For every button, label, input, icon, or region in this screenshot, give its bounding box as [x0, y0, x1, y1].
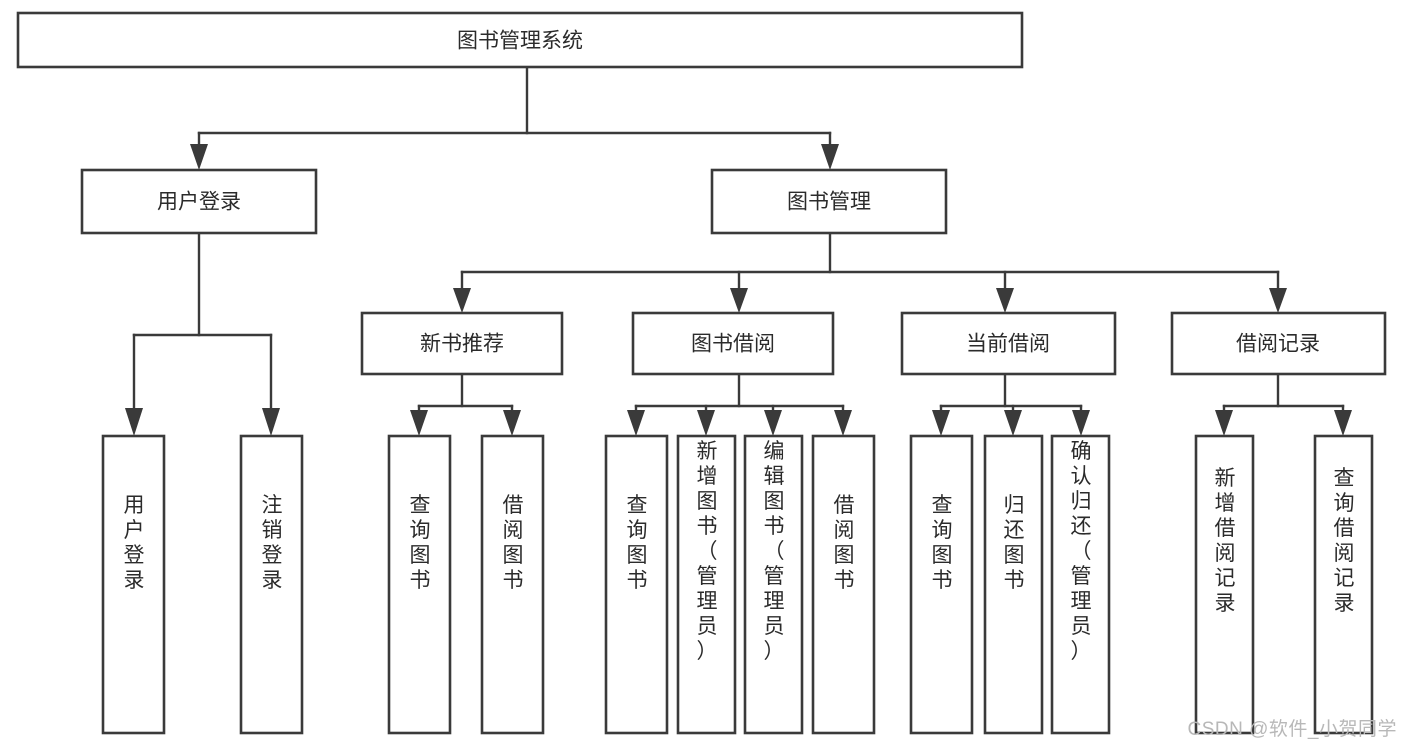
node-book-management[interactable]: 图书管理	[710, 168, 948, 235]
leaf-query-book-borrow[interactable]: 查询图书	[604, 434, 669, 735]
leaf-query-borrow-record-box[interactable]	[1313, 434, 1374, 735]
connectors-book-borrow-to-leaves	[627, 372, 852, 436]
leaf-borrow-book-box[interactable]	[811, 434, 876, 735]
node-root-box[interactable]	[16, 11, 1024, 69]
arrow-head-book-manage	[821, 144, 839, 170]
node-book-management-label: 图书管理	[787, 191, 871, 214]
leaf-logout-box[interactable]	[239, 434, 304, 735]
node-borrow-record-box[interactable]	[1170, 311, 1387, 376]
arrow-head-leaf-user-login	[125, 408, 143, 436]
leaf-edit-book[interactable]: 编辑图书（管理员）	[743, 434, 804, 735]
arrow-head-leaf-confirm-return	[1072, 410, 1090, 436]
leaf-logout-label: 注销登录	[262, 494, 283, 592]
connectors-current-borrow-to-leaves	[932, 372, 1090, 436]
arrow-head-user-login	[190, 144, 208, 170]
node-user-login-label: 用户登录	[157, 191, 241, 214]
leaf-return-book[interactable]: 归还图书	[983, 434, 1044, 735]
connectors-new-book-rec-to-leaves	[410, 372, 521, 436]
leaf-query-book-borrow-label: 查询图书	[627, 494, 648, 592]
arrow-head-leaf-add-record	[1215, 410, 1233, 436]
leaf-add-borrow-record[interactable]: 新增借阅记录	[1194, 434, 1255, 735]
leaf-query-borrow-record[interactable]: 查询借阅记录	[1313, 434, 1374, 735]
leaf-return-book-label: 归还图书	[1004, 494, 1025, 592]
leaf-borrow-book-newbook-label: 借阅图书	[503, 494, 524, 592]
leaf-query-book-newbook-label: 查询图书	[410, 494, 431, 592]
node-current-borrow-box[interactable]	[900, 311, 1117, 376]
leaf-query-book-current-box[interactable]	[909, 434, 974, 735]
leaf-borrow-book-newbook-box[interactable]	[480, 434, 545, 735]
arrow-head-leaf-borrow-book-1	[503, 410, 521, 436]
node-new-book-recommend-label: 新书推荐	[420, 333, 504, 356]
node-book-borrow-label: 图书借阅	[691, 333, 775, 356]
arrow-head-new-book-rec	[453, 288, 471, 313]
connectors-root-to-level1	[190, 65, 839, 170]
node-borrow-record[interactable]: 借阅记录	[1170, 311, 1387, 376]
leaf-add-book-box[interactable]	[676, 434, 737, 735]
leaf-confirm-return-box[interactable]	[1050, 434, 1111, 735]
leaf-query-book-newbook-box[interactable]	[387, 434, 452, 735]
leaf-query-book-current-label: 查询图书	[932, 494, 953, 592]
leaf-query-book-borrow-box[interactable]	[604, 434, 669, 735]
leaf-logout[interactable]: 注销登录	[239, 434, 304, 735]
leaf-borrow-book-label: 借阅图书	[834, 494, 855, 592]
node-current-borrow[interactable]: 当前借阅	[900, 311, 1117, 376]
leaf-query-borrow-record-label: 查询借阅记录	[1334, 467, 1355, 615]
leaf-borrow-book-newbook[interactable]: 借阅图书	[480, 434, 545, 735]
leaf-edit-book-box[interactable]	[743, 434, 804, 735]
leaf-confirm-return-label: 确认归还（管理员）	[1071, 440, 1092, 663]
node-current-borrow-label: 当前借阅	[966, 333, 1050, 356]
node-book-borrow-box[interactable]	[631, 311, 835, 376]
leaf-add-book[interactable]: 新增图书（管理员）	[676, 434, 737, 735]
leaf-add-borrow-record-box[interactable]	[1194, 434, 1255, 735]
node-root[interactable]: 图书管理系统	[16, 11, 1024, 69]
leaf-add-borrow-record-label: 新增借阅记录	[1215, 467, 1236, 615]
arrow-head-borrow-record	[1269, 288, 1287, 313]
arrow-head-leaf-query-book-3	[932, 410, 950, 436]
arrow-head-leaf-query-record	[1334, 410, 1352, 436]
arrow-head-leaf-query-book-1	[410, 410, 428, 436]
arrow-head-leaf-edit-book	[764, 410, 782, 436]
connectors-user-login-to-leaves	[125, 231, 280, 436]
leaf-add-book-label: 新增图书（管理员）	[697, 440, 718, 663]
leaf-user-login-box[interactable]	[101, 434, 166, 735]
leaf-query-book-current[interactable]: 查询图书	[909, 434, 974, 735]
node-borrow-record-label: 借阅记录	[1236, 333, 1320, 356]
leaf-return-book-box[interactable]	[983, 434, 1044, 735]
node-book-management-box[interactable]	[710, 168, 948, 235]
arrow-head-leaf-query-book-2	[627, 410, 645, 436]
leaf-user-login[interactable]: 用户登录	[101, 434, 166, 735]
node-new-book-recommend[interactable]: 新书推荐	[360, 311, 564, 376]
node-book-borrow[interactable]: 图书借阅	[631, 311, 835, 376]
arrow-head-book-borrow	[730, 288, 748, 313]
arrow-head-leaf-logout	[262, 408, 280, 436]
leaf-confirm-return[interactable]: 确认归还（管理员）	[1050, 434, 1111, 735]
leaf-borrow-book[interactable]: 借阅图书	[811, 434, 876, 735]
connectors-borrow-record-to-leaves	[1215, 372, 1352, 436]
connectors-book-manage-to-level2	[453, 231, 1287, 313]
node-user-login[interactable]: 用户登录	[80, 168, 318, 235]
node-new-book-recommend-box[interactable]	[360, 311, 564, 376]
leaf-user-login-label: 用户登录	[124, 494, 145, 592]
leaf-query-book-newbook[interactable]: 查询图书	[387, 434, 452, 735]
node-user-login-box[interactable]	[80, 168, 318, 235]
arrow-head-current-borrow	[996, 288, 1014, 313]
arrow-head-leaf-return-book	[1004, 410, 1022, 436]
arrow-head-leaf-add-book	[697, 410, 715, 436]
node-root-label: 图书管理系统	[457, 30, 583, 53]
leaf-edit-book-label: 编辑图书（管理员）	[764, 440, 785, 663]
arrow-head-leaf-borrow-book-2	[834, 410, 852, 436]
